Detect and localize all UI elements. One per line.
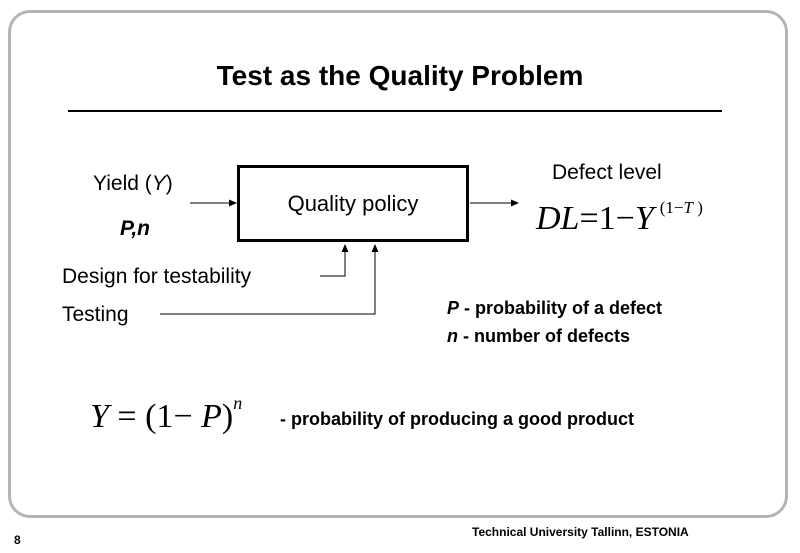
title-underline xyxy=(68,110,722,112)
dl-exp-close: ) xyxy=(692,197,703,217)
dl-y: Y xyxy=(634,200,654,237)
n-var: n xyxy=(137,217,150,240)
dft-arrow xyxy=(320,244,349,277)
yield-prefix: Yield ( xyxy=(93,172,152,195)
defect-level-formula: DL=1−Y(1−T ) xyxy=(536,198,703,238)
p-var: P xyxy=(120,217,132,240)
quality-policy-label: Quality policy xyxy=(287,190,419,216)
quality-policy-box: Quality policy xyxy=(237,165,469,242)
legend-p-desc: - probability of a defect xyxy=(459,298,663,318)
legend-n: n - number of defects xyxy=(447,326,630,347)
legend-n-desc: - number of defects xyxy=(458,326,631,346)
page-number: 8 xyxy=(14,533,21,547)
yf-open: (1 xyxy=(145,398,174,435)
pn-comma: , xyxy=(131,217,138,240)
yf-exp-n: n xyxy=(233,392,243,413)
dl-symbol: DL xyxy=(536,200,580,237)
yf-close: ) xyxy=(221,398,234,435)
yield-input-label: Yield (Y) xyxy=(93,172,173,196)
yf-eq: = xyxy=(108,398,146,435)
design-for-testability-label: Design for testability xyxy=(62,265,252,288)
dl-eq: = xyxy=(579,200,599,237)
yield-formula-description: - probability of producing a good produc… xyxy=(280,409,634,429)
testing-label: Testing xyxy=(62,303,129,326)
pn-input-label: P,n xyxy=(120,217,150,241)
slide-title: Test as the Quality Problem xyxy=(216,60,584,91)
yield-suffix: ) xyxy=(165,172,173,195)
yf-y: Y xyxy=(90,398,109,435)
dl-exp-open: (1− xyxy=(659,197,684,217)
dl-exp-t: T xyxy=(683,197,693,217)
yf-p: P xyxy=(201,398,222,435)
yield-var: Y xyxy=(151,172,166,195)
yf-exp: n xyxy=(233,393,242,413)
dl-one: 1 xyxy=(598,200,616,237)
slide-frame xyxy=(8,10,788,518)
yield-formula: Y = (1− P)n xyxy=(90,393,242,436)
dl-exponent: (1−T ) xyxy=(660,198,703,217)
legend-p: P - probability of a defect xyxy=(447,298,662,319)
dl-minus: − xyxy=(615,200,635,237)
testing-arrow xyxy=(160,244,379,315)
yf-minus: − xyxy=(173,398,202,435)
defect-level-label: Defect level xyxy=(552,161,662,184)
footer-text: Technical University Tallinn, ESTONIA xyxy=(472,525,689,539)
legend-p-symbol: P xyxy=(447,298,460,318)
legend-n-symbol: n xyxy=(447,326,458,346)
